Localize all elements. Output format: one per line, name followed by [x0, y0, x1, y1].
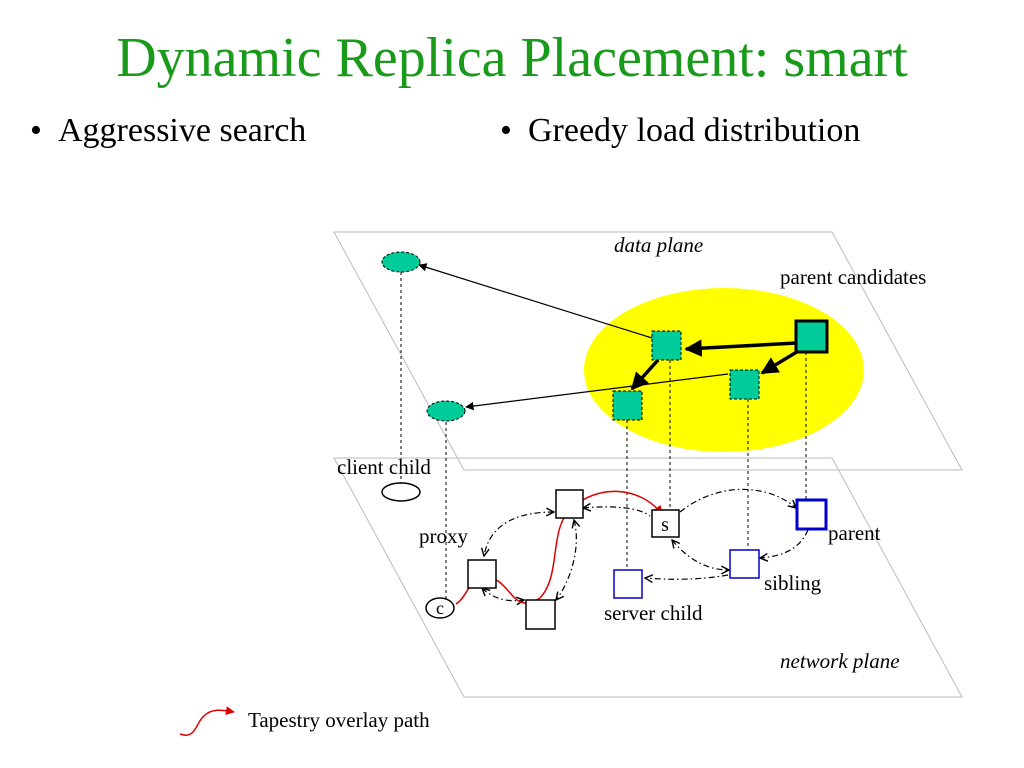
server-node: [651, 509, 680, 538]
bullet-marker: •: [30, 112, 42, 149]
bullet-aggressive-search: • Aggressive search: [30, 112, 306, 150]
proxy-node: [467, 559, 497, 589]
parent-to-candidate-arrow: [760, 348, 801, 375]
parent-candidates-region: [584, 288, 864, 452]
server-child-label: server child: [604, 601, 703, 625]
client-node-label: c: [436, 598, 444, 618]
slide-title: Dynamic Replica Placement: smart: [116, 27, 908, 89]
server-child-node: [613, 569, 643, 599]
tapestry-path-legend-icon: [179, 706, 235, 736]
replica-candidate-node: [729, 369, 760, 400]
network-plane-label: network plane: [780, 649, 900, 673]
client-child-label: client child: [337, 455, 431, 479]
network-node: [555, 489, 584, 519]
network-link: [672, 540, 729, 570]
bullet-text: Greedy load distribution: [528, 112, 861, 149]
candidate-to-candidate-arrow: [630, 358, 660, 391]
bullet-marker: •: [500, 112, 512, 149]
client-replica-node: [426, 400, 466, 422]
bullet-text: Aggressive search: [58, 112, 307, 149]
sibling-label: sibling: [764, 571, 822, 595]
sibling-node: [729, 549, 760, 579]
bullet-greedy-load-distribution: • Greedy load distribution: [500, 112, 860, 150]
network-link: [645, 575, 729, 579]
parent-to-candidate-arrow: [684, 339, 798, 357]
parent-label: parent: [828, 521, 881, 545]
network-link: [583, 507, 651, 517]
network-link: [556, 520, 576, 600]
parent-candidates-label: parent candidates: [780, 265, 926, 289]
client-node: [425, 597, 455, 619]
network-plane: [333, 457, 963, 698]
data-plane: [333, 231, 963, 471]
client-replica-node: [381, 251, 421, 273]
replica-candidate-node: [651, 330, 682, 361]
network-link: [679, 488, 796, 513]
network-link: [760, 529, 809, 558]
parent-replica-node: [794, 319, 829, 354]
replica-to-client-arrow: [465, 373, 729, 411]
replica-candidate-node: [612, 390, 643, 421]
data-plane-label: data plane: [614, 233, 703, 257]
parent-node: [795, 498, 828, 531]
network-link: [484, 512, 554, 556]
replica-to-client-arrow: [418, 263, 653, 339]
proxy-label: proxy: [419, 524, 468, 548]
network-node: [525, 599, 556, 630]
network-link: [482, 588, 524, 601]
client-child-node: [381, 482, 421, 502]
tapestry-path-legend-label: Tapestry overlay path: [248, 708, 430, 732]
server-node-label: s: [661, 514, 669, 536]
